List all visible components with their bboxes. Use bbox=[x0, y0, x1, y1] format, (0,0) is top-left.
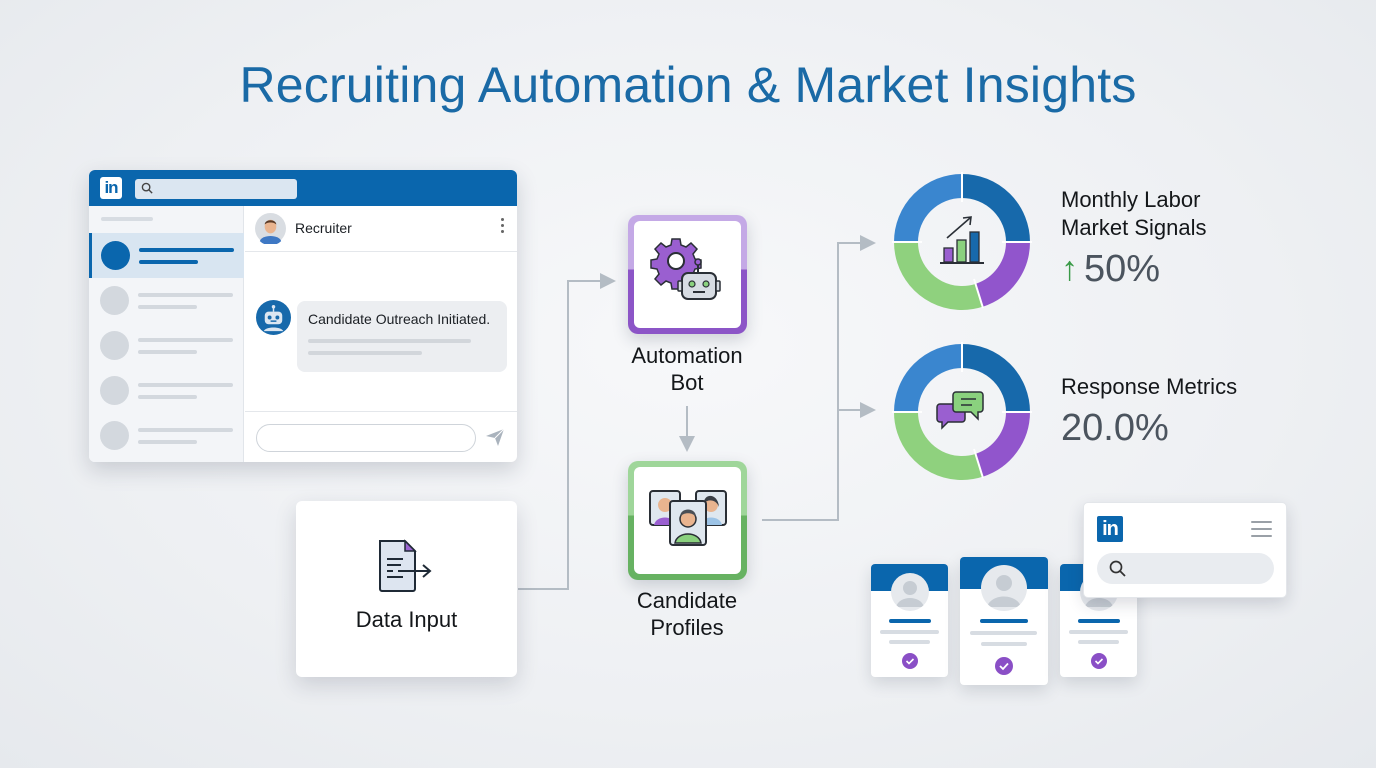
avatar bbox=[100, 286, 129, 315]
profile-card[interactable] bbox=[960, 557, 1048, 685]
avatar bbox=[100, 331, 129, 360]
metric-title: Response Metrics bbox=[1061, 374, 1238, 399]
check-circle-icon bbox=[1091, 653, 1107, 669]
hamburger-menu-icon[interactable] bbox=[1251, 521, 1272, 542]
label-line: Automation bbox=[631, 343, 743, 368]
message-bubble: Candidate Outreach Initiated. bbox=[297, 301, 507, 372]
chat-composer bbox=[245, 411, 517, 462]
label-line: Candidate bbox=[636, 588, 738, 613]
metric-value: 50% bbox=[1084, 248, 1161, 290]
recruiter-avatar bbox=[255, 213, 286, 244]
list-header-placeholder bbox=[101, 217, 153, 221]
kebab-menu-icon[interactable] bbox=[499, 218, 505, 240]
people-profiles-icon bbox=[649, 490, 727, 546]
page-title: Recruiting Automation & Market Insights bbox=[239, 57, 1137, 113]
conversation-item[interactable] bbox=[89, 278, 244, 323]
candidate-profiles-label: Candidate Profiles bbox=[607, 587, 767, 641]
labor-market-donut-chart bbox=[892, 172, 1032, 310]
document-export-icon bbox=[379, 539, 432, 592]
data-input-label: Data Input bbox=[355, 607, 458, 632]
metric-title: Monthly Labor bbox=[1061, 187, 1201, 212]
response-metrics-donut-chart bbox=[892, 342, 1032, 480]
profile-card[interactable] bbox=[871, 564, 948, 677]
linkedin-logo-icon: in bbox=[100, 177, 122, 199]
search-icon bbox=[141, 182, 153, 194]
avatar bbox=[100, 376, 129, 405]
chat-contact-name: Recruiter bbox=[295, 220, 352, 236]
avatar bbox=[891, 573, 929, 611]
label-line: Bot bbox=[670, 370, 704, 395]
conversation-item[interactable] bbox=[89, 368, 244, 413]
automation-bot-label: Automation Bot bbox=[607, 342, 767, 396]
avatar bbox=[101, 241, 130, 270]
check-circle-icon bbox=[902, 653, 918, 669]
avatar bbox=[100, 421, 129, 450]
data-input-card[interactable]: Data Input bbox=[296, 501, 517, 677]
linkedin-logo-icon: in bbox=[1097, 516, 1123, 542]
arrow-up-icon: ↑ bbox=[1061, 250, 1078, 288]
message-input[interactable] bbox=[256, 424, 476, 452]
metric-value: 20.0% bbox=[1061, 407, 1169, 449]
candidate-profiles-node[interactable] bbox=[628, 461, 747, 580]
conversation-item[interactable] bbox=[89, 413, 244, 458]
check-circle-icon bbox=[995, 657, 1013, 675]
search-input[interactable] bbox=[135, 179, 297, 199]
chat-bubbles-icon bbox=[936, 391, 984, 430]
conversation-item[interactable] bbox=[89, 323, 244, 368]
mini-linkedin-widget: in bbox=[1083, 502, 1287, 598]
gear-robot-icon bbox=[650, 238, 721, 300]
automation-bot-node[interactable] bbox=[628, 215, 747, 334]
conversation-item-active[interactable] bbox=[89, 233, 244, 278]
chat-header: Recruiter bbox=[245, 206, 517, 252]
metric-title: Market Signals bbox=[1061, 215, 1207, 240]
search-icon bbox=[1109, 560, 1126, 577]
search-input[interactable] bbox=[1097, 553, 1274, 584]
message-text: Candidate Outreach Initiated. bbox=[308, 311, 491, 327]
messenger-topbar: in bbox=[89, 170, 517, 206]
robot-icon bbox=[256, 300, 291, 335]
bar-chart-growth-icon bbox=[940, 216, 984, 264]
labor-market-metric: Monthly Labor Market Signals ↑ 50% bbox=[1061, 186, 1207, 291]
response-metrics-metric: Response Metrics 20.0% bbox=[1061, 373, 1237, 450]
label-line: Profiles bbox=[650, 615, 724, 640]
send-icon[interactable] bbox=[484, 426, 506, 448]
messenger-window: in Recruiter Candidate Outreach Initiate… bbox=[89, 170, 517, 462]
avatar bbox=[981, 565, 1027, 611]
conversation-list bbox=[89, 206, 244, 462]
